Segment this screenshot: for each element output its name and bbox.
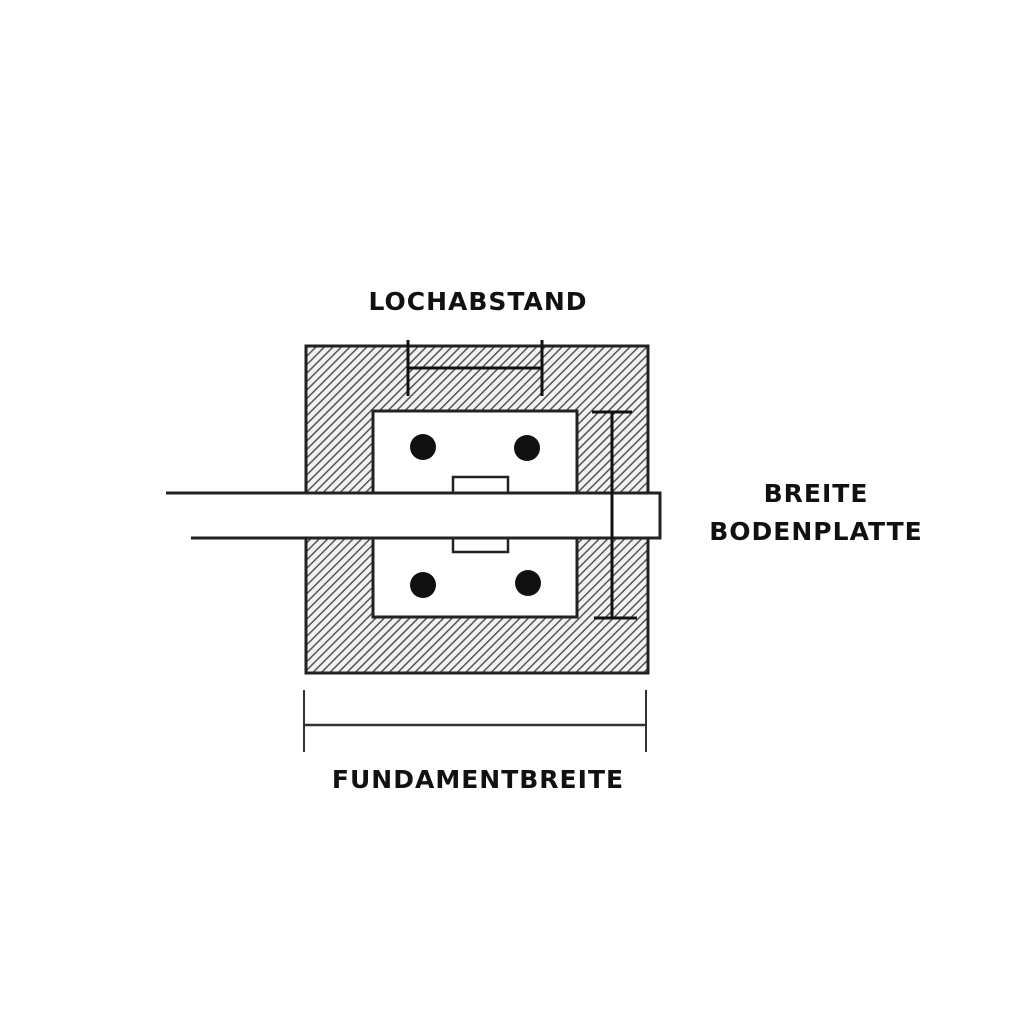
bolt-hole [514, 435, 540, 461]
bolt-hole [515, 570, 541, 596]
bracket-tab-top [451, 475, 510, 495]
beam [166, 491, 662, 540]
bracket-tab-bottom [451, 536, 510, 554]
foundation-width-dimension [303, 690, 647, 752]
base-plate-width-label-line1: BREITE [764, 479, 869, 508]
bolt-hole [410, 572, 436, 598]
bolt-hole [410, 434, 436, 460]
hole-spacing-label: LOCHABSTAND [368, 287, 587, 316]
base-plate-width-label-line2: BODENPLATTE [709, 517, 922, 546]
base-plate-width-dimension [592, 410, 637, 620]
hole-spacing-dimension [406, 340, 544, 396]
foundation-width-label: FUNDAMENTBREITE [332, 765, 624, 794]
